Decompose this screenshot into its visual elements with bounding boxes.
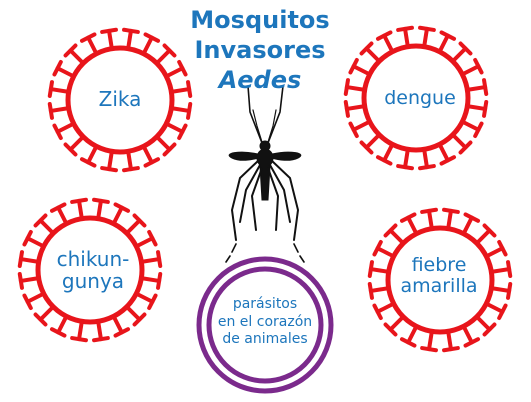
- parasite-label-line-1: parásitos: [205, 296, 325, 314]
- parasite-label-line-2: en el corazón: [205, 314, 325, 332]
- chikungunya-label: chikun- gunya: [38, 248, 148, 292]
- title-line-3: Aedes: [170, 66, 350, 94]
- dengue-label-line: dengue: [370, 88, 470, 109]
- title-line-1: Mosquitos: [170, 6, 350, 34]
- parasite-label: parásitos en el corazón de animales: [205, 296, 325, 349]
- zika-label: Zika: [80, 88, 160, 110]
- fiebre-amarilla-label-line-2: amarilla: [384, 276, 494, 297]
- mosquito-icon: [226, 86, 304, 262]
- parasite-label-line-3: de animales: [205, 331, 325, 349]
- fiebre-amarilla-label: fiebre amarilla: [384, 255, 494, 297]
- chikungunya-label-line-1: chikun-: [38, 248, 148, 270]
- chikungunya-label-line-2: gunya: [38, 270, 148, 292]
- dengue-label: dengue: [370, 88, 470, 109]
- title-line-2: Invasores: [170, 36, 350, 64]
- fiebre-amarilla-label-line-1: fiebre: [384, 255, 494, 276]
- zika-label-line: Zika: [80, 88, 160, 110]
